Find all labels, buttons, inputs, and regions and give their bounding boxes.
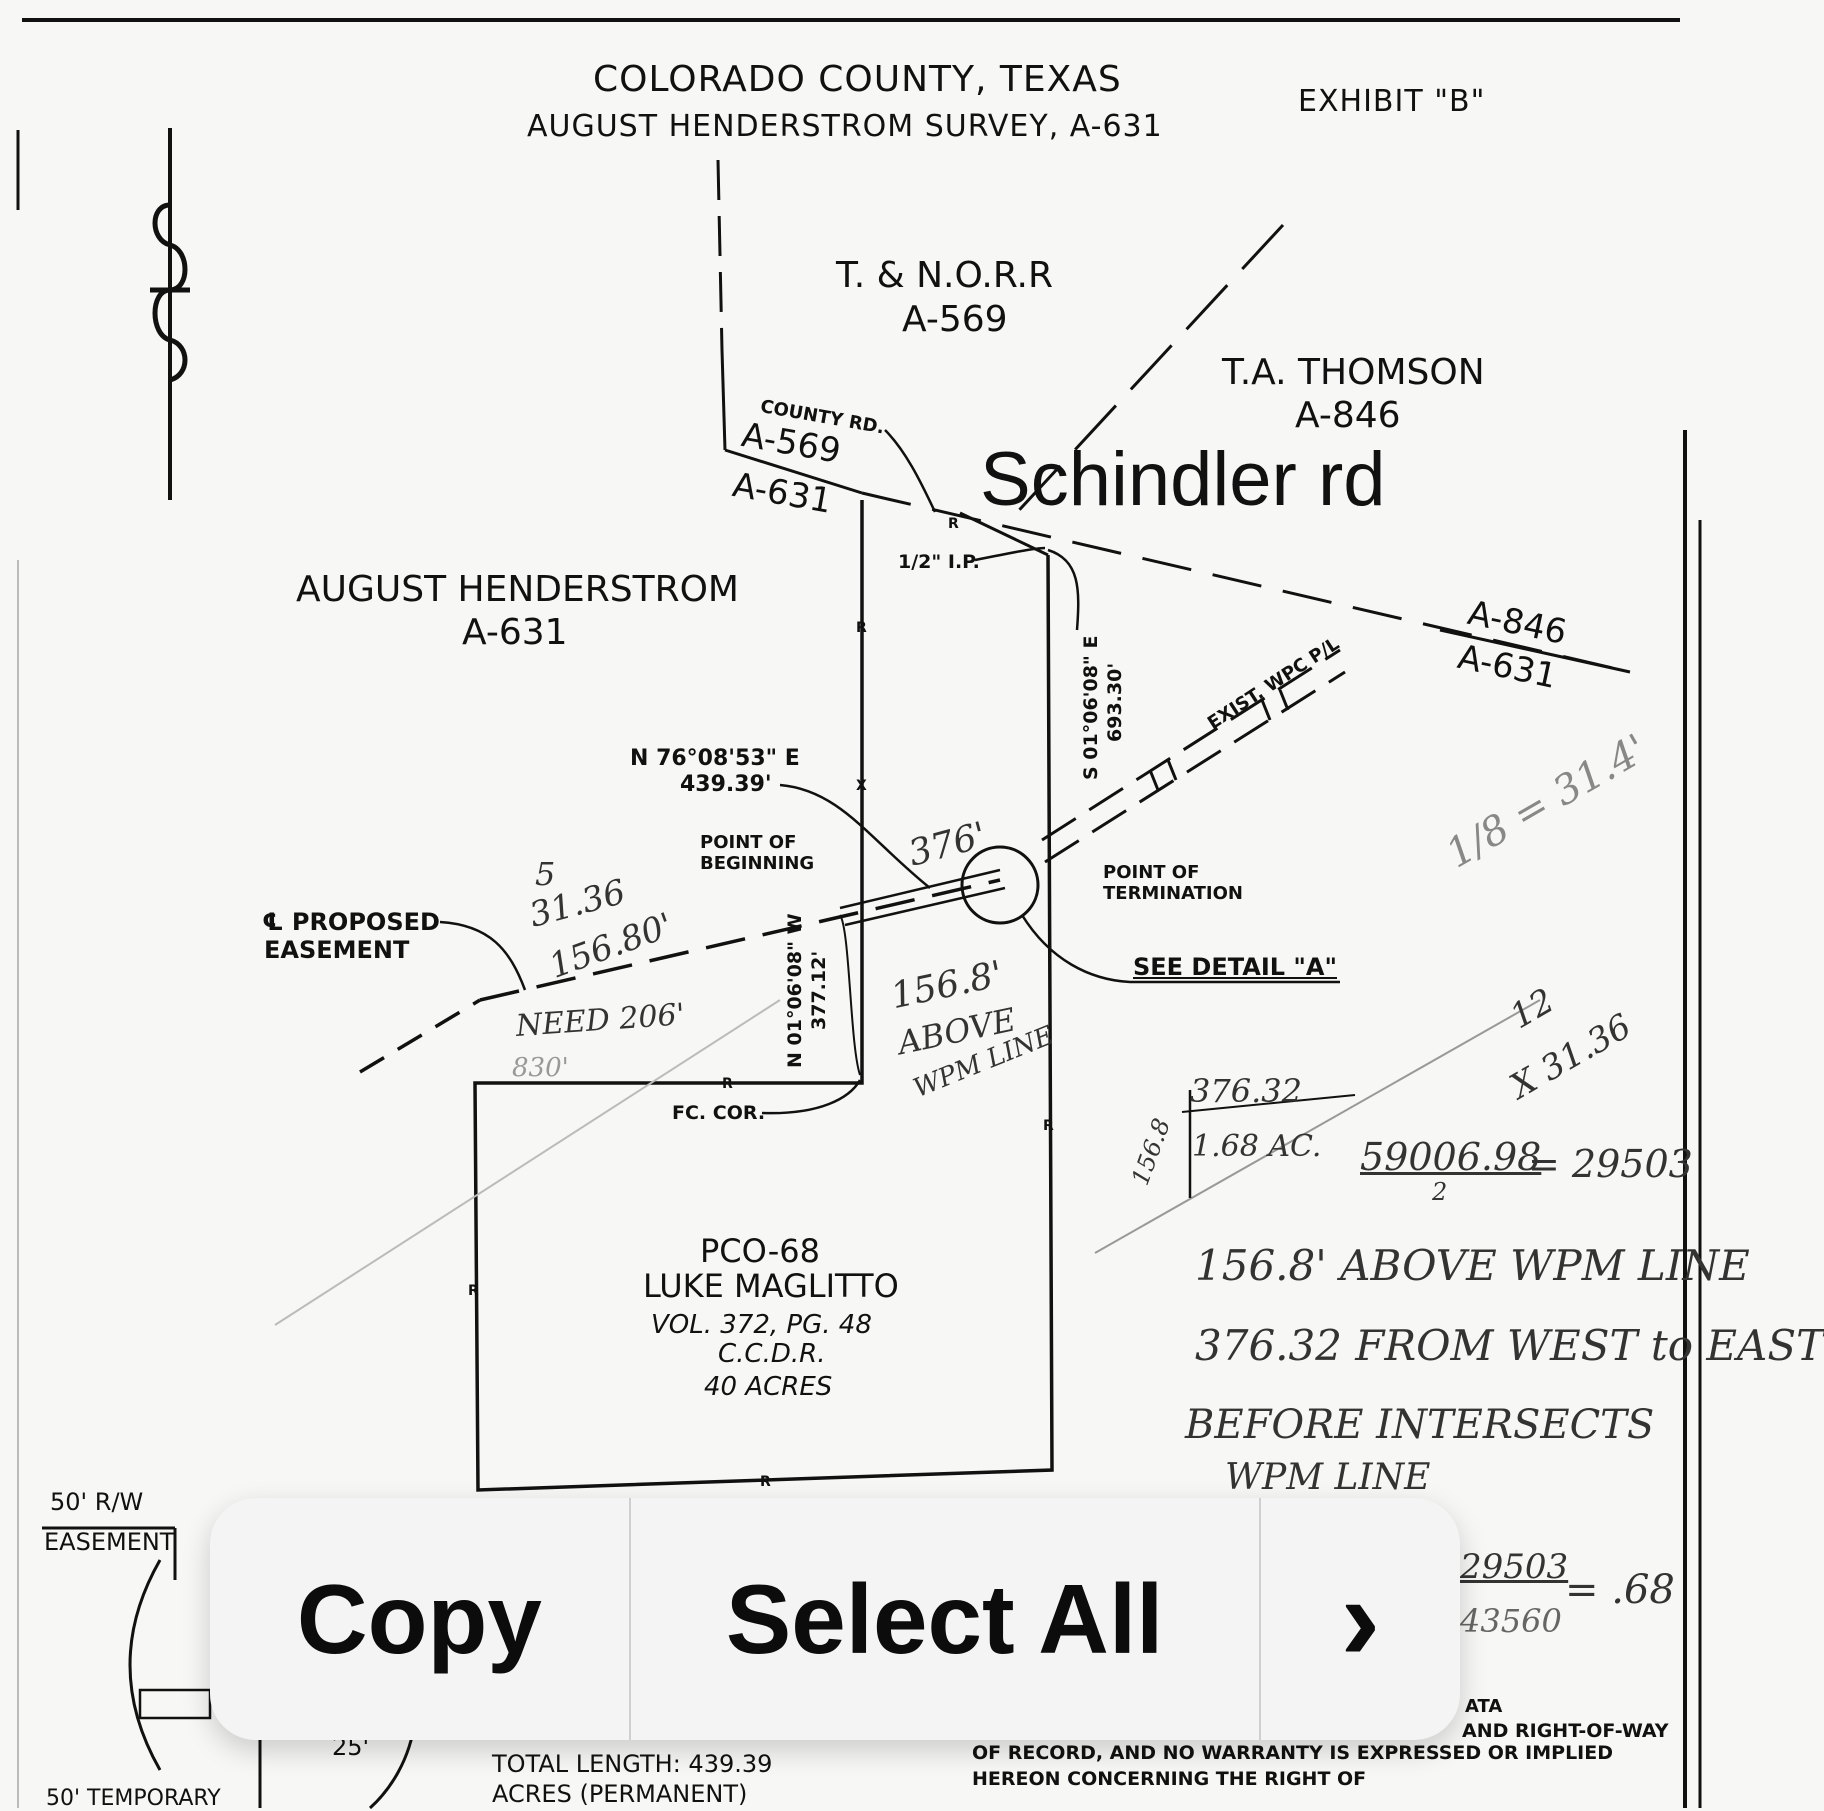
tract-record: C.C.D.R.: [718, 1339, 826, 1369]
svg-text:R: R: [856, 620, 867, 636]
tnorr-abstract: A-569: [902, 299, 1008, 340]
footer-notes-3: OF RECORD, AND NO WARRANTY IS EXPRESSED …: [972, 1742, 1613, 1764]
distance-easement: 439.39': [680, 772, 772, 797]
footer-acres: ACRES (PERMANENT): [492, 1780, 748, 1808]
bearing-easement: N 76°08'53" E: [630, 746, 800, 771]
iron-pin-label: 1/2" I.P.: [898, 551, 980, 573]
bearing-east-line: S 01°06'08" E: [1080, 635, 1102, 780]
schindler-rd-annotation: Schindler rd: [980, 437, 1386, 522]
svg-text:R: R: [1043, 1118, 1054, 1134]
note-1: 156.8' ABOVE WPM LINE: [1195, 1241, 1750, 1290]
exhibit-label: EXHIBIT "B": [1298, 84, 1486, 119]
text-edit-menu: Copy Select All ›: [210, 1498, 1460, 1740]
county-road: [861, 491, 1631, 674]
survey-title: AUGUST HENDERSTROM SURVEY, A-631: [527, 109, 1163, 144]
distance-west-line: 377.12': [808, 950, 830, 1030]
henderstrom-name: AUGUST HENDERSTROM: [296, 569, 739, 610]
hand-830: 830': [512, 1053, 569, 1083]
fence-corner-label: FC. COR.: [672, 1102, 766, 1124]
note-4: WPM LINE: [1225, 1457, 1431, 1498]
plat-drawing: R R X R R R R: [16, 18, 1702, 1810]
frac-result: = .68: [1565, 1567, 1675, 1613]
svg-text:X: X: [856, 778, 867, 794]
svg-text:R: R: [760, 1474, 771, 1490]
tract-acres: 40 ACRES: [704, 1372, 833, 1402]
pot-line-2: TERMINATION: [1103, 883, 1243, 904]
chevron-right-icon[interactable]: ›: [1340, 1552, 1381, 1686]
frac-den: 43560: [1460, 1602, 1562, 1640]
hand-5: 5: [535, 855, 556, 893]
footer-easement: EASEMENT: [44, 1528, 175, 1556]
hand-div-result: = 29503: [1528, 1142, 1693, 1186]
tract-volume: VOL. 372, PG. 48: [651, 1310, 872, 1340]
footer-row: 50' R/W: [50, 1488, 144, 1516]
detail-circle: [960, 845, 1040, 925]
copy-button[interactable]: Copy: [296, 1563, 542, 1674]
ne-boundary: [1008, 223, 1285, 522]
hand-div-num: 59006.98: [1360, 1135, 1542, 1179]
distance-east-line: 693.30': [1104, 662, 1126, 742]
menu-separator: [628, 1498, 631, 1740]
hand-37632: 376.32: [1190, 1072, 1302, 1110]
note-2: 376.32 FROM WEST to EAST: [1195, 1321, 1824, 1370]
pot-line-1: POINT OF: [1103, 862, 1200, 883]
bearing-west-line: N 01°06'08" W: [784, 913, 806, 1068]
svg-text:R: R: [468, 1283, 479, 1299]
existing-pipeline: [1041, 648, 1341, 842]
proposed-easement: [359, 998, 481, 1074]
svg-text:R: R: [722, 1076, 733, 1092]
tract-boundary: [473, 500, 1054, 1492]
footer-total-length: TOTAL LENGTH: 439.39: [492, 1750, 773, 1778]
menu-separator: [1258, 1498, 1261, 1740]
tract-owner: LUKE MAGLITTO: [643, 1267, 899, 1305]
proposed-easement-label-2: EASEMENT: [264, 936, 410, 964]
svg-text:R: R: [948, 516, 959, 532]
hand-div-den: 2: [1432, 1178, 1448, 1206]
henderstrom-abstract: A-631: [462, 612, 568, 653]
thomson-abstract: A-846: [1295, 395, 1401, 436]
footer-temporary: 50' TEMPORARY: [46, 1786, 221, 1811]
pob-line-2: BEGINNING: [700, 853, 815, 874]
abstract-boundary: [716, 159, 724, 351]
proposed-easement-label-1: ℄ PROPOSED: [262, 908, 440, 936]
note-3: BEFORE INTERSECTS: [1185, 1402, 1655, 1448]
hand-168: 1.68 AC.: [1192, 1129, 1322, 1164]
pob-line-1: POINT OF: [700, 832, 797, 853]
tnorr-name: T. & N.O.R.R: [836, 255, 1054, 296]
select-all-button[interactable]: Select All: [725, 1563, 1164, 1674]
footer-notes-2: AND RIGHT-OF-WAY: [1462, 1720, 1669, 1742]
tract-id: PCO-68: [700, 1232, 820, 1270]
footer-notes-1: ATA: [1465, 1696, 1503, 1717]
see-detail-label: SEE DETAIL "A": [1133, 953, 1337, 981]
thomson-name: T.A. THOMSON: [1222, 352, 1485, 393]
county-title: COLORADO COUNTY, TEXAS: [593, 59, 1122, 100]
footer-notes-4: HEREON CONCERNING THE RIGHT OF: [972, 1768, 1367, 1790]
frac-num: 29503: [1460, 1547, 1569, 1587]
